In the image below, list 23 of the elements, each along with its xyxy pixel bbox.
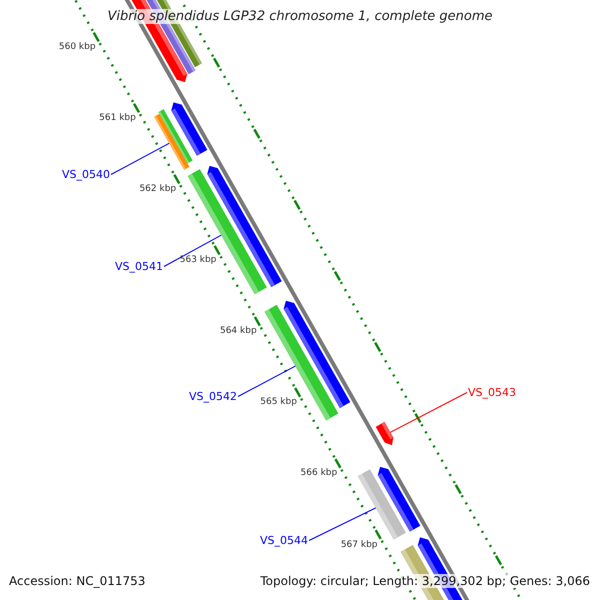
gene-bar [376,422,394,446]
gene-label: VS_0544 [260,534,308,547]
leader-line [390,392,468,433]
scale-label: 564 kbp [220,326,257,336]
genome-info-text: Topology: circular; Length: 3,299,302 bp; Genes: 3,066 [260,574,590,588]
leader-line [110,142,170,175]
gene-label: VS_0542 [188,390,237,403]
scale-label: 566 kbp [300,468,338,478]
scale-label: 565 kbp [260,397,297,408]
gene-bar [154,114,190,170]
scale-label: 562 kbp [139,184,176,194]
gene-label: VS_0540 [62,168,110,181]
scale-label: 563 kbp [180,255,216,266]
leader-line [308,507,376,541]
gene-bar [358,469,406,540]
gene-label: VS_0543 [468,386,516,399]
scale-label: 560 kbp [58,42,96,52]
leader-line [238,366,296,397]
scale-label: 567 kbp [340,540,378,550]
gene-label: VS_0541 [114,260,163,273]
leader-line [164,234,222,267]
accession-text: Accession: NC_011753 [9,574,146,588]
scale-label: 561 kbp [99,113,136,124]
